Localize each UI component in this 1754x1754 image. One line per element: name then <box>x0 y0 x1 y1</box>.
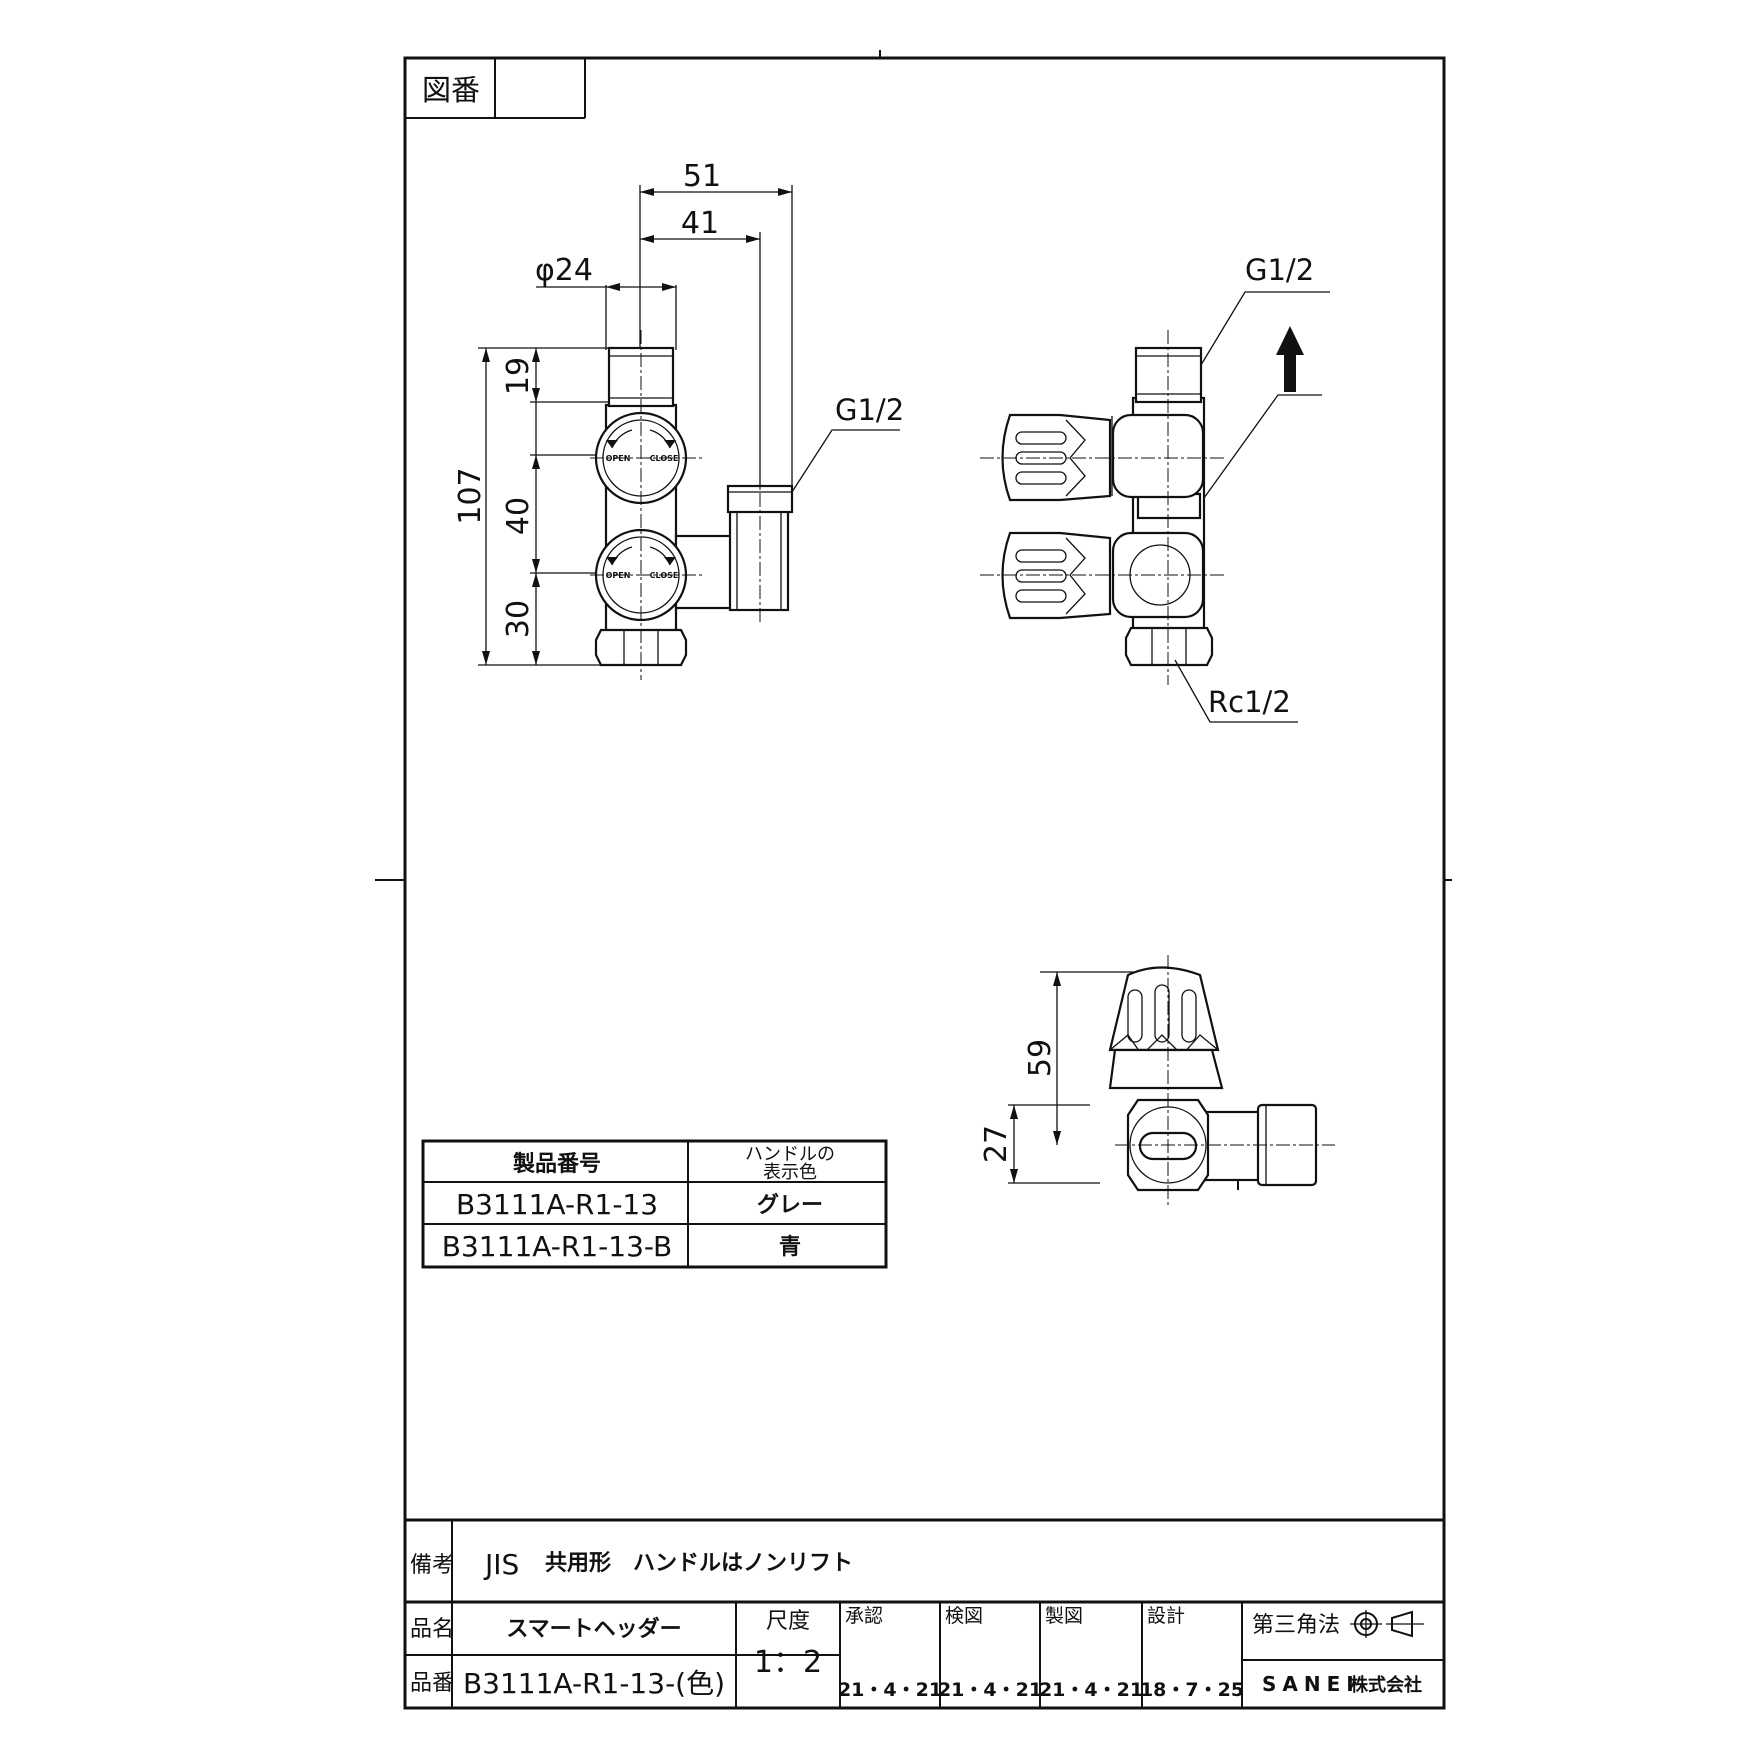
drawing-frame: 図番 <box>375 50 1452 1710</box>
dim-51: 51 <box>683 159 721 194</box>
scale-value: 1：2 <box>754 1645 822 1680</box>
dim-diameter-24: φ24 <box>535 253 593 288</box>
scale-label: 尺度 <box>766 1609 810 1634</box>
design-date: 18・7・25 <box>1140 1679 1244 1701</box>
check-date: 21・4・21 <box>938 1679 1042 1701</box>
dim-40: 40 <box>501 497 536 535</box>
dim-30: 30 <box>501 600 536 638</box>
drawing-number-label: 図番 <box>422 73 480 107</box>
product-name: スマートヘッダー <box>506 1616 681 1642</box>
company-suffix: 株式会社 <box>1350 1674 1422 1696</box>
table-cell-color: グレー <box>757 1192 823 1218</box>
dim-41: 41 <box>681 206 719 241</box>
remarks-jis: JIS <box>483 1548 519 1581</box>
approval-label: 承認 <box>845 1605 883 1627</box>
table-cell-product-no: B3111A-R1-13-B <box>442 1230 672 1263</box>
check-label: 検図 <box>945 1605 983 1627</box>
title-block: 備考 JIS 共用形 ハンドルはノンリフト 品名 スマートヘッダー 品番 B31… <box>405 1518 1444 1708</box>
remarks-label: 備考 <box>410 1553 454 1578</box>
front-thread-label: G1/2 <box>835 393 904 427</box>
remarks-text: 共用形 ハンドルはノンリフト <box>545 1551 853 1576</box>
third-angle-projection-icon <box>1350 1610 1424 1638</box>
table-header-color-line1: ハンドルの <box>745 1144 835 1165</box>
table-header-product-no: 製品番号 <box>512 1151 601 1177</box>
arrow-up-icon <box>1276 326 1304 392</box>
approval-date: 21・4・21 <box>838 1679 942 1701</box>
side-top-thread-label: G1/2 <box>1245 253 1314 287</box>
dim-27: 27 <box>979 1125 1014 1163</box>
name-label: 品名 <box>410 1617 454 1642</box>
company-name: SANEI <box>1262 1672 1360 1696</box>
color-table: 製品番号 ハンドルの 表示色 B3111A-R1-13 グレー B3111A-R… <box>421 1139 888 1269</box>
number-label: 品番 <box>410 1671 454 1696</box>
design-label: 設計 <box>1147 1605 1185 1627</box>
front-view: 51 41 φ24 107 19 40 30 <box>453 159 904 680</box>
side-view: G1/2 Rc1/2 <box>980 253 1330 723</box>
product-number: B3111A-R1-13-(色) <box>463 1667 725 1700</box>
drafted-label: 製図 <box>1045 1605 1083 1627</box>
side-bottom-thread-label: Rc1/2 <box>1208 685 1291 719</box>
table-header-color-line2: 表示色 <box>763 1162 817 1183</box>
table-cell-color: 青 <box>779 1235 801 1260</box>
drafted-date: 21・4・21 <box>1039 1679 1143 1701</box>
top-view: 59 27 <box>979 955 1335 1205</box>
table-cell-product-no: B3111A-R1-13 <box>456 1188 658 1221</box>
projection-label: 第三角法 <box>1252 1613 1340 1638</box>
dim-59: 59 <box>1023 1039 1058 1077</box>
dim-107: 107 <box>453 467 488 524</box>
dim-19: 19 <box>501 357 536 395</box>
